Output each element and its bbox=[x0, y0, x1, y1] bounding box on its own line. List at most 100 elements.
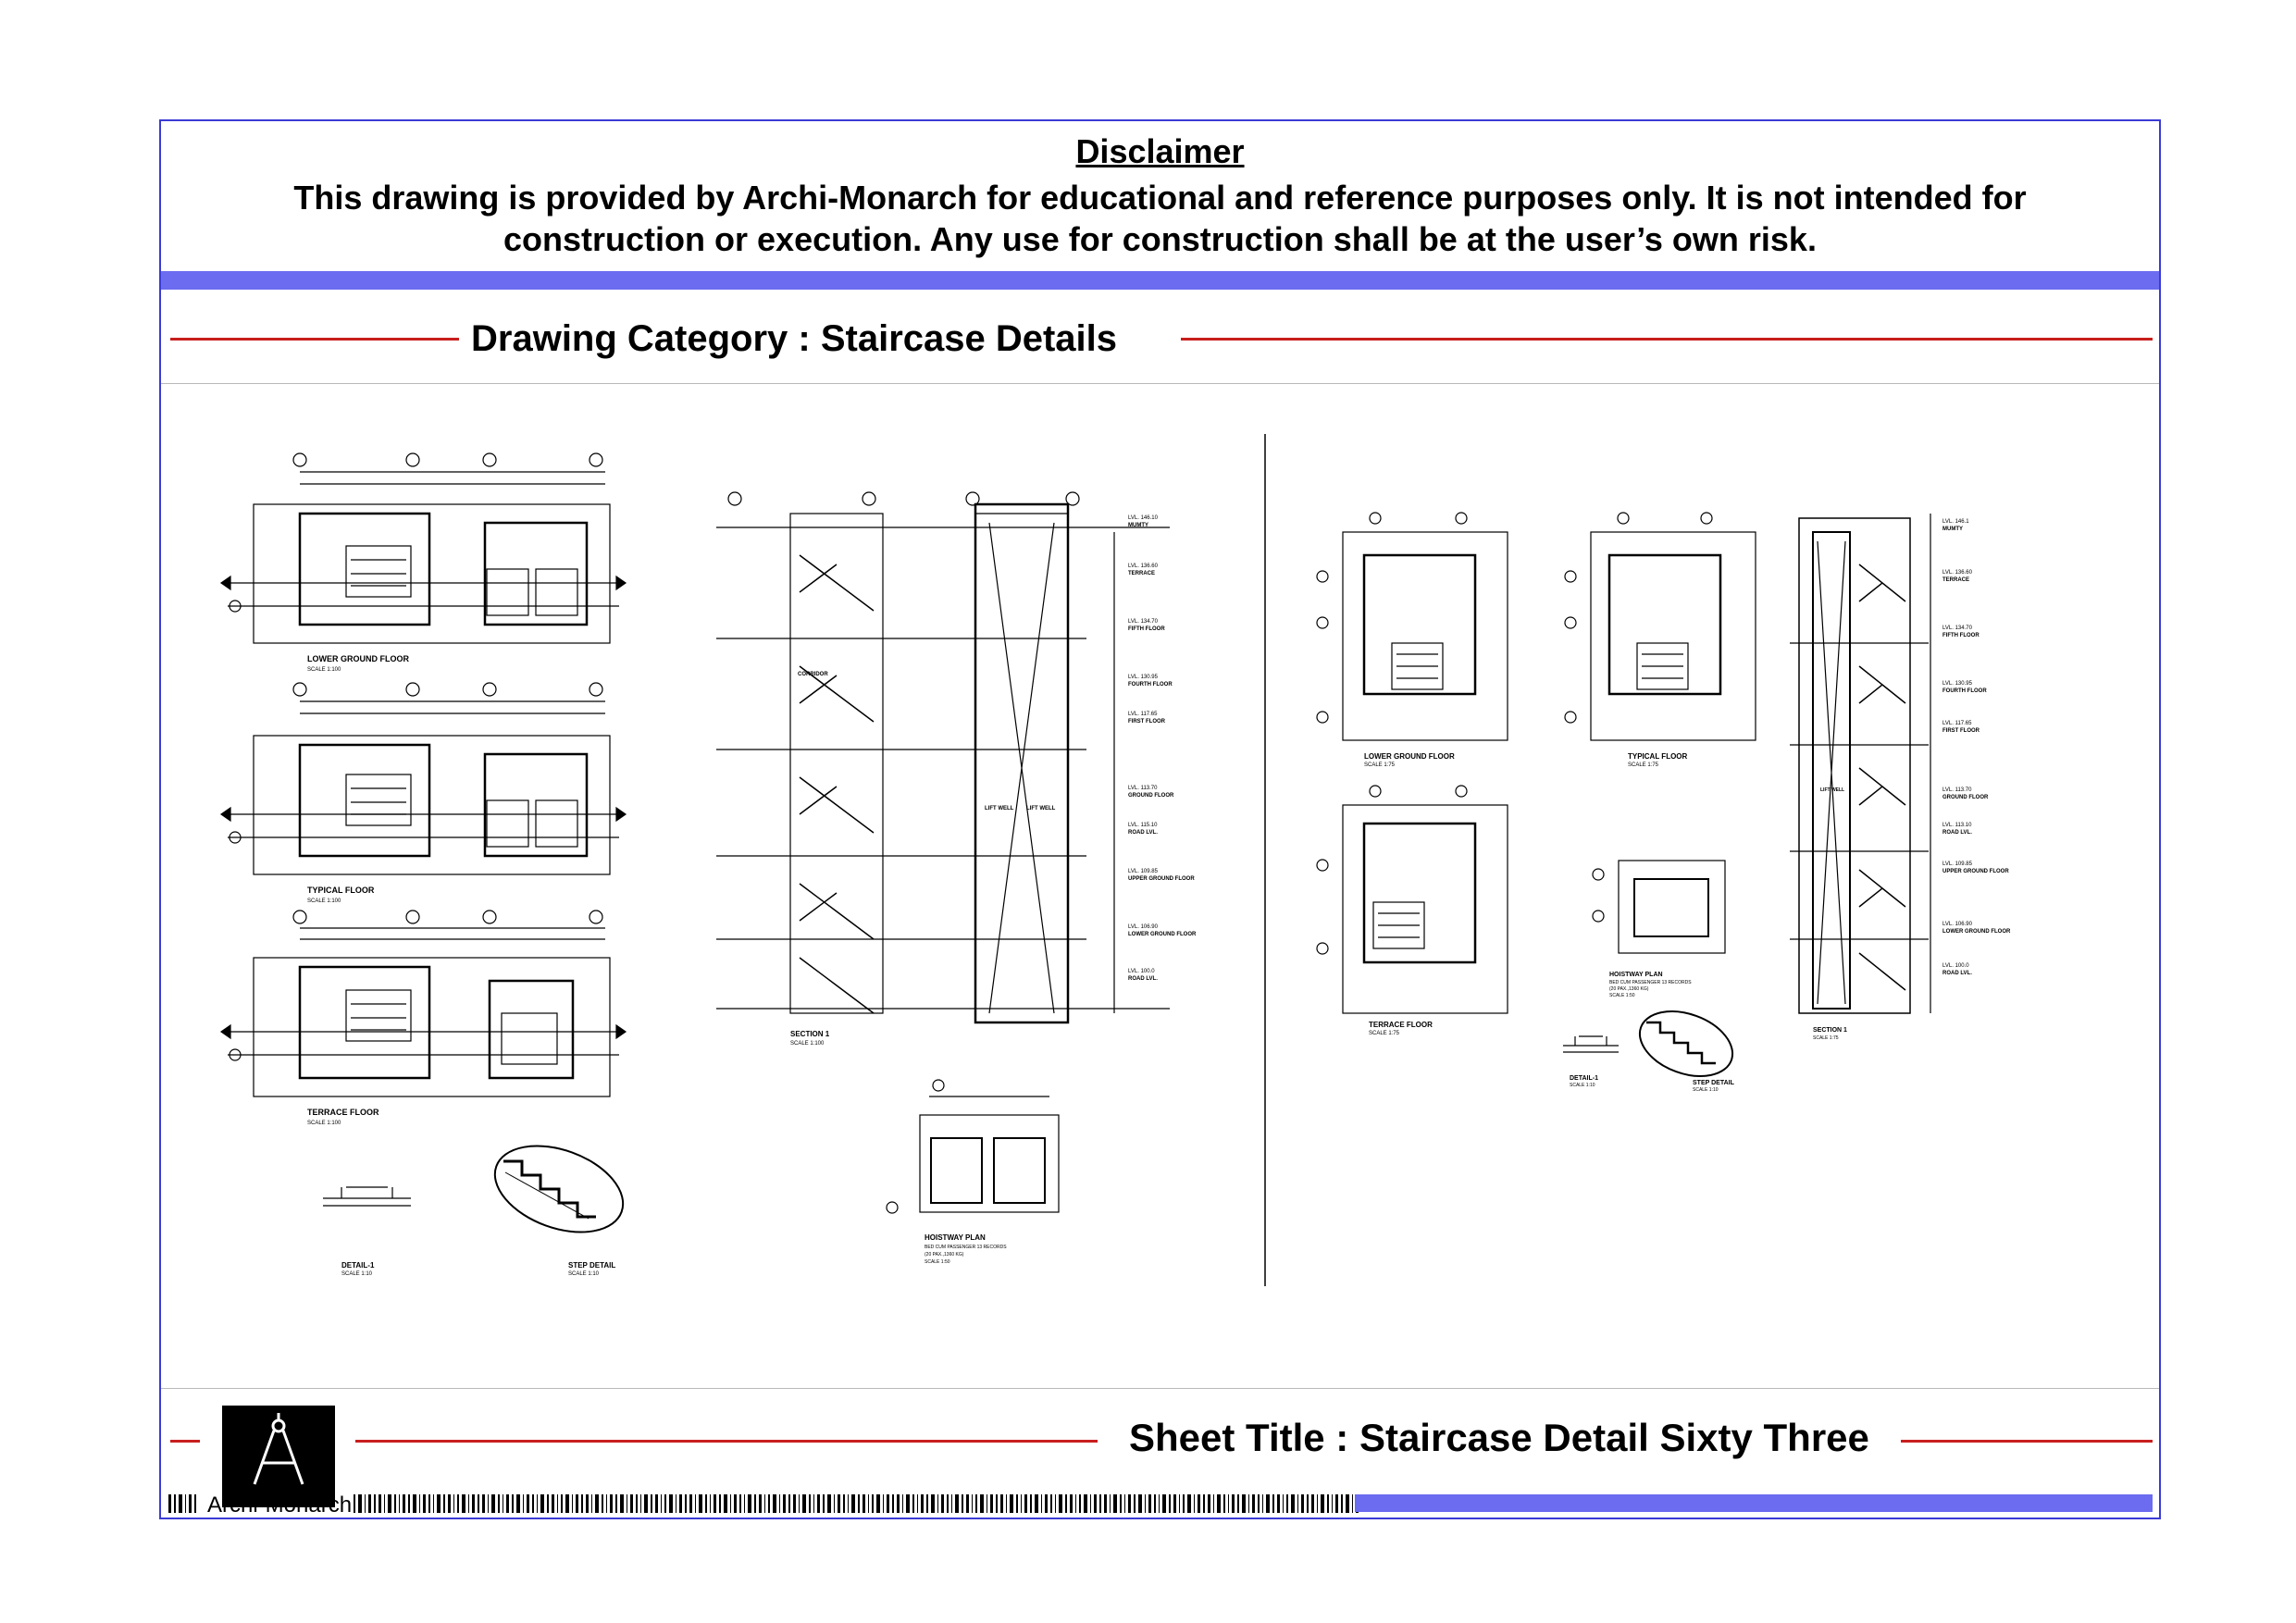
scale-typical-floor-left: SCALE 1:100 bbox=[307, 898, 341, 904]
scale-lower-ground-floor-left: SCALE 1:100 bbox=[307, 667, 341, 673]
level-name-left-7: UPPER GROUND FLOOR bbox=[1128, 876, 1195, 882]
level-name-right-0: MUMTY bbox=[1942, 527, 1963, 532]
plan-terrace-floor-right bbox=[1316, 785, 1508, 1014]
label-section-1-right: SECTION 1 bbox=[1813, 1027, 1847, 1034]
label-step-detail-left: STEP DETAIL bbox=[568, 1261, 615, 1270]
hoistway-plan-drawing-left bbox=[886, 1079, 1060, 1214]
drawing-area: LOWER GROUND FLOOR SCALE 1:100 TYPICAL F… bbox=[161, 384, 2159, 1508]
label-detail-1-right: DETAIL-1 bbox=[1570, 1075, 1598, 1082]
label-detail-1-left: DETAIL-1 bbox=[341, 1261, 375, 1270]
label-lower-ground-floor-left: LOWER GROUND FLOOR bbox=[307, 654, 409, 663]
disclaimer-text: This drawing is provided by Archi-Monarc… bbox=[244, 177, 2076, 260]
level-right-5: LVL. 113.70 bbox=[1942, 787, 1972, 793]
footer-divider bbox=[161, 1388, 2159, 1389]
level-name-left-6: ROAD LVL. bbox=[1128, 830, 1158, 836]
section-1-drawing-right bbox=[1790, 514, 1931, 1014]
level-name-left-3: FOURTH FLOOR bbox=[1128, 682, 1173, 688]
sheet-title: Sheet Title : Staircase Detail Sixty Thr… bbox=[1129, 1416, 1869, 1459]
section-levels-left: LVL. 146.10 MUMTY LVL. 136.60 TERRACE LV… bbox=[1128, 515, 1197, 982]
level-right-9: LVL. 100.0 bbox=[1942, 963, 1969, 969]
level-name-right-9: ROAD LVL. bbox=[1942, 971, 1972, 976]
title-rule-left bbox=[355, 1440, 1098, 1443]
drawing-sheet-frame: Disclaimer This drawing is provided by A… bbox=[159, 119, 2161, 1519]
label-hoistway-left: HOISTWAY PLAN bbox=[925, 1233, 986, 1242]
disclaimer-title: Disclaimer bbox=[1075, 132, 1245, 170]
room-label-lift-well-left-1: LIFT WELL bbox=[985, 806, 1014, 812]
compass-icon bbox=[253, 1413, 304, 1485]
footer-blue-bar bbox=[1355, 1494, 2153, 1512]
category-rule-left bbox=[170, 338, 459, 341]
level-left-2: LVL. 134.70 bbox=[1128, 619, 1159, 625]
detail-1-drawing-right bbox=[1563, 1035, 1619, 1053]
category-title: Drawing Category : Staircase Details bbox=[471, 318, 1118, 359]
scale-detail-1-right: SCALE 1:10 bbox=[1570, 1083, 1595, 1088]
label-typical-floor-right: TYPICAL FLOOR bbox=[1628, 752, 1688, 761]
logo-text: Archi-Monarch bbox=[207, 1493, 353, 1518]
label-section-1-left: SECTION 1 bbox=[790, 1030, 830, 1038]
scale-step-detail-right: SCALE 1:10 bbox=[1693, 1087, 1719, 1093]
section-1-drawing-left bbox=[716, 491, 1170, 1024]
level-right-4: LVL. 117.65 bbox=[1942, 721, 1972, 726]
label-terrace-floor-right: TERRACE FLOOR bbox=[1369, 1021, 1433, 1029]
room-label-lift-well-right: LIFT WELL bbox=[1820, 787, 1844, 793]
level-name-right-3: FOURTH FLOOR bbox=[1942, 688, 1987, 694]
plan-lower-ground-floor-right bbox=[1316, 512, 1508, 741]
scale-terrace-floor-right: SCALE 1:75 bbox=[1369, 1031, 1400, 1036]
level-left-0: LVL. 146.10 bbox=[1128, 515, 1159, 521]
level-name-right-2: FIFTH FLOOR bbox=[1942, 633, 1980, 638]
level-name-left-9: ROAD LVL. bbox=[1128, 976, 1158, 982]
disclaimer-line-2: construction or execution. Any use for c… bbox=[503, 220, 1817, 258]
level-right-0: LVL. 146.1 bbox=[1942, 519, 1969, 525]
level-left-8: LVL. 106.90 bbox=[1128, 924, 1159, 930]
title-rule-left-short bbox=[170, 1440, 200, 1443]
step-detail-drawing-left bbox=[493, 1145, 625, 1233]
label-terrace-floor-left: TERRACE FLOOR bbox=[307, 1108, 379, 1117]
disclaimer-block: Disclaimer This drawing is provided by A… bbox=[161, 121, 2159, 271]
scale-section-1-right: SCALE 1:75 bbox=[1813, 1035, 1839, 1041]
level-name-right-6: ROAD LVL. bbox=[1942, 830, 1972, 836]
barcode-strip bbox=[168, 1494, 1359, 1513]
level-left-3: LVL. 130.95 bbox=[1128, 675, 1159, 680]
sub2-hoistway-right: (20 PAX.,1360 KG) bbox=[1609, 986, 1649, 992]
level-right-3: LVL. 130.95 bbox=[1942, 681, 1973, 687]
label-typical-floor-left: TYPICAL FLOOR bbox=[307, 886, 375, 895]
level-name-left-8: LOWER GROUND FLOOR bbox=[1128, 932, 1197, 937]
plan-terrace-floor-left bbox=[219, 910, 627, 1097]
scale-hoistway-left: SCALE 1:50 bbox=[925, 1259, 950, 1265]
label-lower-ground-floor-right: LOWER GROUND FLOOR bbox=[1364, 752, 1455, 761]
level-name-right-1: TERRACE bbox=[1942, 577, 1969, 583]
level-name-left-1: TERRACE bbox=[1128, 571, 1155, 576]
hoistway-plan-drawing-right bbox=[1592, 860, 1726, 954]
level-right-7: LVL. 109.85 bbox=[1942, 861, 1973, 867]
scale-step-detail-left: SCALE 1:10 bbox=[568, 1271, 600, 1277]
sub2-hoistway-left: (20 PAX.,1360 KG) bbox=[925, 1252, 964, 1258]
level-name-left-4: FIRST FLOOR bbox=[1128, 719, 1166, 725]
section-levels-right: LVL. 146.1 MUMTY LVL. 136.60 TERRACE LVL… bbox=[1942, 519, 2011, 976]
level-left-6: LVL. 115.10 bbox=[1128, 823, 1158, 828]
label-step-detail-right: STEP DETAIL bbox=[1693, 1080, 1735, 1086]
header-divider bbox=[161, 383, 2159, 384]
level-name-left-5: GROUND FLOOR bbox=[1128, 793, 1174, 799]
scale-terrace-floor-left: SCALE 1:100 bbox=[307, 1121, 341, 1126]
category-rule-right bbox=[1181, 338, 2153, 341]
room-label-lift-well-left-2: LIFT WELL bbox=[1026, 806, 1056, 812]
scale-detail-1-left: SCALE 1:10 bbox=[341, 1271, 373, 1277]
scale-hoistway-right: SCALE 1:50 bbox=[1609, 993, 1635, 998]
plan-lower-ground-floor-left bbox=[219, 452, 627, 644]
title-rule-right bbox=[1901, 1440, 2153, 1443]
disclaimer-line-1: This drawing is provided by Archi-Monarc… bbox=[293, 179, 2027, 217]
level-left-4: LVL. 117.65 bbox=[1128, 712, 1158, 717]
level-left-1: LVL. 136.60 bbox=[1128, 564, 1159, 569]
detail-1-drawing-left bbox=[323, 1186, 411, 1207]
cad-drawings: LOWER GROUND FLOOR SCALE 1:100 TYPICAL F… bbox=[219, 434, 2011, 1286]
level-name-left-0: MUMTY bbox=[1128, 523, 1148, 528]
step-detail-drawing-right bbox=[1638, 1010, 1734, 1077]
level-right-8: LVL. 106.90 bbox=[1942, 922, 1973, 927]
label-hoistway-right: HOISTWAY PLAN bbox=[1609, 972, 1663, 978]
level-right-1: LVL. 136.60 bbox=[1942, 570, 1973, 576]
level-right-2: LVL. 134.70 bbox=[1942, 626, 1973, 631]
level-left-5: LVL. 113.70 bbox=[1128, 786, 1158, 791]
category-row: Drawing Category : Staircase Details bbox=[161, 311, 2159, 366]
level-name-right-8: LOWER GROUND FLOOR bbox=[1942, 929, 2011, 935]
level-name-right-4: FIRST FLOOR bbox=[1942, 728, 1980, 734]
